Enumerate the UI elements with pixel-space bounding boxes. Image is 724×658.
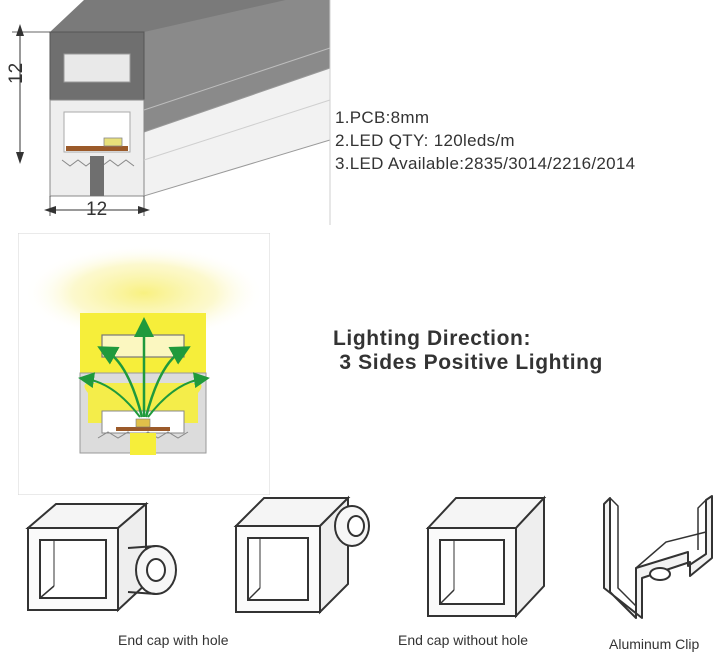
aluminum-clip-caption: Aluminum Clip <box>609 636 700 652</box>
lighting-direction-diagram <box>18 233 270 495</box>
height-dimension-label: 12 <box>6 62 27 84</box>
end-cap-with-hole-caption: End cap with hole <box>118 632 229 648</box>
spec-led-qty: 2.LED QTY: 120leds/m <box>335 131 515 150</box>
spec-pcb: 1.PCB:8mm <box>335 108 430 127</box>
width-dimension-label: 12 <box>86 199 108 220</box>
end-cap-without-hole-caption: End cap without hole <box>398 632 528 648</box>
spec-led-available: 3.LED Available:2835/3014/2216/2014 <box>335 154 636 173</box>
lighting-direction-subtitle: 3 Sides Positive Lighting <box>333 351 603 374</box>
profile-section-drawing <box>12 0 331 225</box>
end-cap-without-hole-icon <box>425 495 547 619</box>
lighting-direction-title: Lighting Direction: <box>333 327 532 350</box>
end-cap-with-hole-icon <box>25 501 177 613</box>
end-cap-with-hole-alt-icon <box>233 495 370 615</box>
aluminum-clip-icon <box>603 495 713 619</box>
